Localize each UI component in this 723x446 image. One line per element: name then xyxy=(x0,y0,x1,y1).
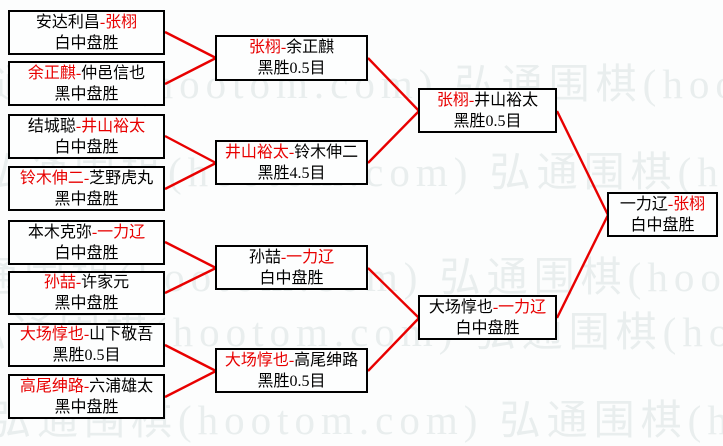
match-result: 黑胜0.5目 xyxy=(453,112,522,130)
match-box-r1-4: 铃木伸二-芝野虎丸 黑中盘胜 xyxy=(8,166,165,211)
player-name: 余正麒 xyxy=(27,64,76,82)
match-box-r1-3: 结城聪-井山裕太 白中盘胜 xyxy=(8,114,165,159)
match-box-r2-2: 井山裕太-铃木伸二 黑胜4.5目 xyxy=(215,140,368,185)
matchup: 孙喆-一力辽 xyxy=(249,247,334,268)
player-name: 井山裕太 xyxy=(224,143,289,161)
match-box-r2-1: 张栩-余正麒 黑胜0.5目 xyxy=(215,35,368,81)
match-box-r2-4: 大场惇也-高尾绅路 黑胜0.5目 xyxy=(215,348,368,393)
match-box-sf-2: 大场惇也-一力辽 白中盘胜 xyxy=(418,295,557,340)
match-box-r1-8: 高尾绅路-六浦雄太 黑中盘胜 xyxy=(8,374,165,419)
match-box-r1-1: 安达利昌-张栩 白中盘胜 xyxy=(8,10,165,55)
matchup: 结城聪-井山裕太 xyxy=(28,116,145,137)
player-name: 孙喆 xyxy=(248,248,281,266)
separator: - xyxy=(83,326,90,343)
player-name: 山下敬吾 xyxy=(89,326,154,343)
player-name: 许家元 xyxy=(81,274,130,291)
player-name: 安达利昌 xyxy=(35,13,100,31)
match-box-r1-2: 余正麒-仲邑信也 黑中盘胜 xyxy=(8,61,165,106)
player-name: 大场惇也 xyxy=(224,351,289,369)
player-name: 井山裕太 xyxy=(81,117,146,135)
separator: - xyxy=(75,117,82,135)
match-result: 白中盘胜 xyxy=(54,244,119,262)
match-result: 黑中盘胜 xyxy=(54,190,119,208)
player-name: 余正麒 xyxy=(286,39,335,56)
separator: - xyxy=(667,195,674,213)
match-result: 白中盘胜 xyxy=(455,319,520,337)
match-result: 黑中盘胜 xyxy=(54,295,119,312)
match-box-r1-6: 孙喆-许家元 黑中盘胜 xyxy=(8,271,165,315)
matchup: 孙喆-许家元 xyxy=(44,272,129,293)
player-name: 一力辽 xyxy=(97,223,146,241)
player-name: 芝野虎丸 xyxy=(89,169,154,187)
matchup: 大场惇也-一力辽 xyxy=(429,297,546,318)
match-box-r2-3: 孙喆-一力辽 白中盘胜 xyxy=(215,245,368,290)
player-name: 高尾绅路 xyxy=(294,351,359,369)
player-name: 张栩 xyxy=(673,195,706,213)
matchup: 一力辽-张栩 xyxy=(620,194,705,215)
match-result: 白中盘胜 xyxy=(259,269,324,287)
separator: - xyxy=(75,64,82,82)
match-result: 黑胜0.5目 xyxy=(257,372,326,390)
separator: - xyxy=(83,377,90,395)
matchup: 张栩-余正麒 xyxy=(249,37,334,58)
player-name: 大场惇也 xyxy=(19,326,84,343)
matchup: 余正麒-仲邑信也 xyxy=(28,63,145,84)
matchup: 铃木伸二-芝野虎丸 xyxy=(20,168,153,189)
matchup: 大场惇也-山下敬吾 xyxy=(20,324,153,345)
separator: - xyxy=(492,298,499,316)
match-box-final: 一力辽-张栩 白中盘胜 xyxy=(607,192,718,237)
matchup: 大场惇也-高尾绅路 xyxy=(225,350,358,371)
match-result: 黑胜4.5目 xyxy=(257,164,326,182)
player-name: 结城聪 xyxy=(27,117,76,135)
separator: - xyxy=(83,169,90,187)
separator: - xyxy=(91,223,98,241)
player-name: 一力辽 xyxy=(286,248,335,266)
separator: - xyxy=(75,274,82,291)
match-box-sf-1: 张栩-井山裕太 黑胜0.5目 xyxy=(418,88,557,133)
separator: - xyxy=(288,351,295,369)
matchup: 井山裕太-铃木伸二 xyxy=(225,142,358,163)
player-name: 大场惇也 xyxy=(428,298,493,316)
tournament-bracket-page: { "watermark": { "text": "弘通围棋(hootom.co… xyxy=(0,10,723,443)
matchup: 本木克弥-一力辽 xyxy=(28,222,145,243)
separator: - xyxy=(280,39,287,56)
matchup: 高尾绅路-六浦雄太 xyxy=(20,376,153,397)
player-name: 本木克弥 xyxy=(27,223,92,241)
player-name: 孙喆 xyxy=(43,274,76,291)
player-name: 井山裕太 xyxy=(474,91,539,109)
matchup: 张栩-井山裕太 xyxy=(437,90,538,111)
player-name: 张栩 xyxy=(248,39,281,56)
matchup: 安达利昌-张栩 xyxy=(36,12,137,33)
match-result: 黑胜0.5目 xyxy=(52,347,121,364)
match-result: 黑胜0.5目 xyxy=(257,60,326,77)
player-name: 六浦雄太 xyxy=(89,377,154,395)
player-name: 高尾绅路 xyxy=(19,377,84,395)
match-result: 黑中盘胜 xyxy=(54,398,119,416)
separator: - xyxy=(468,91,475,109)
match-box-r1-7: 大场惇也-山下敬吾 黑胜0.5目 xyxy=(8,323,165,367)
separator: - xyxy=(288,143,295,161)
separator: - xyxy=(99,13,106,31)
match-result: 黑中盘胜 xyxy=(54,85,119,103)
player-name: 一力辽 xyxy=(619,195,668,213)
match-result: 白中盘胜 xyxy=(54,138,119,156)
match-box-r1-5: 本木克弥-一力辽 白中盘胜 xyxy=(8,220,165,265)
connector-lines xyxy=(164,30,610,399)
player-name: 仲邑信也 xyxy=(81,64,146,82)
player-name: 张栩 xyxy=(436,91,469,109)
match-result: 白中盘胜 xyxy=(630,216,695,234)
player-name: 铃木伸二 xyxy=(19,169,84,187)
player-name: 张栩 xyxy=(105,13,138,31)
player-name: 铃木伸二 xyxy=(294,143,359,161)
match-result: 白中盘胜 xyxy=(54,34,119,52)
separator: - xyxy=(280,248,287,266)
player-name: 一力辽 xyxy=(498,298,547,316)
